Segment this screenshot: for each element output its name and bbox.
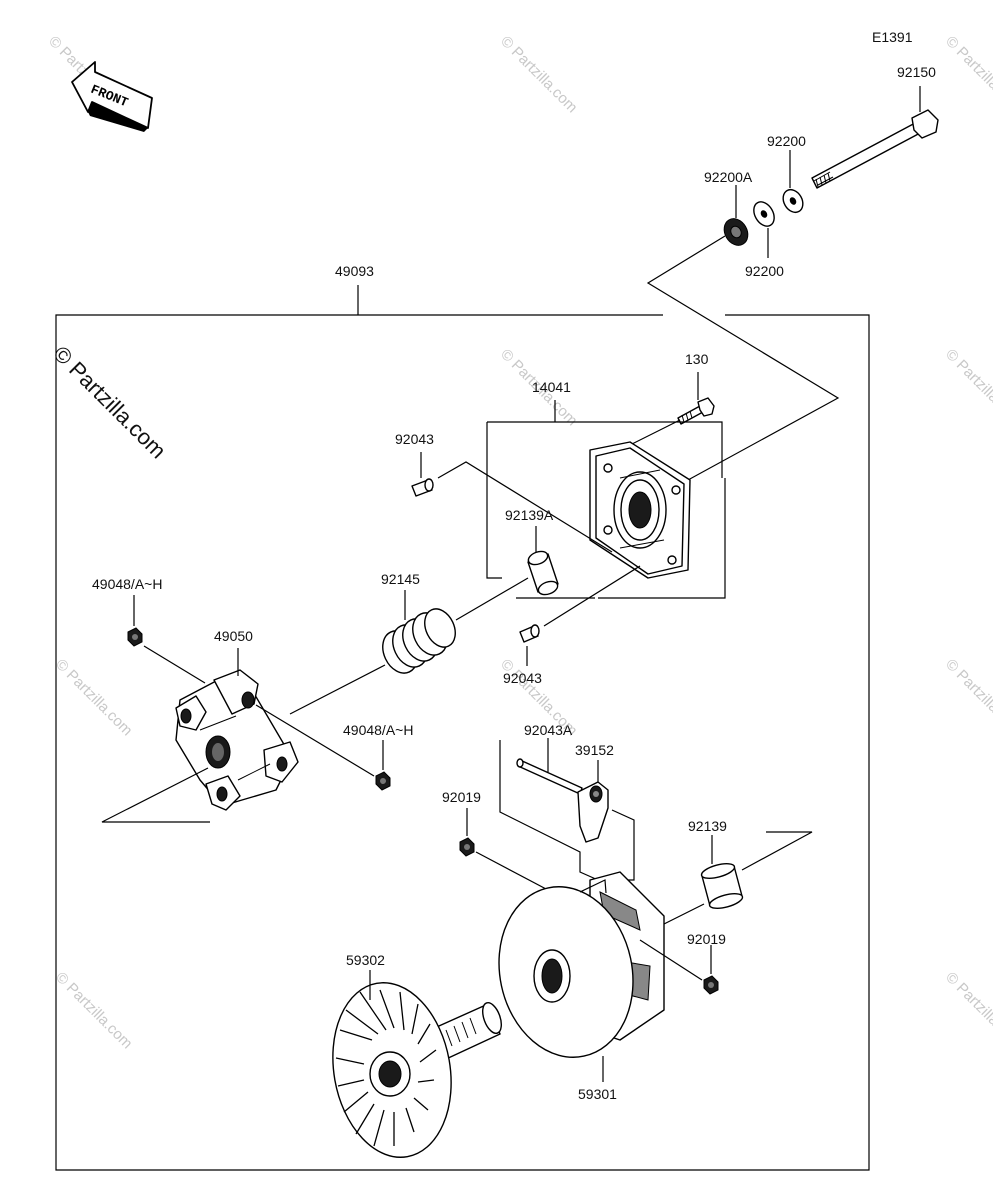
label-92139: 92139 [688, 818, 727, 834]
alignment-line [289, 664, 386, 715]
weight-39152 [577, 781, 609, 843]
alignment-line [437, 461, 613, 553]
label-92150: 92150 [897, 64, 936, 80]
nut-92019-left [459, 837, 475, 857]
bolt-130 [677, 397, 715, 425]
pin-92043A [516, 758, 583, 795]
alignment-line [741, 831, 813, 871]
label-92043A: 92043A [524, 722, 573, 738]
alignment-line [475, 851, 549, 891]
label-92200A: 92200A [704, 169, 753, 185]
label-14041: 14041 [532, 379, 571, 395]
watermark-group: © Partzilla.com © Partzilla.com © Partzi… [45, 33, 993, 1052]
label-92200-top: 92200 [767, 133, 806, 149]
spider-49050 [175, 669, 299, 811]
label-92200-bottom: 92200 [745, 263, 784, 279]
watermark-text: © Partzilla.com [52, 969, 135, 1052]
alignment-line [543, 565, 641, 627]
alignment-line [646, 235, 840, 481]
watermark-text: © Partzilla.com [942, 346, 993, 429]
bracket-line [486, 422, 502, 579]
label-92043-mid: 92043 [503, 670, 542, 686]
cover-14041 [589, 441, 691, 579]
watermark-text: © Partzilla.com [497, 33, 580, 116]
bushing-92139A [527, 550, 559, 596]
washer-92200-bottom [753, 201, 775, 227]
sheave-59302 [332, 982, 502, 1158]
label-59302: 59302 [346, 952, 385, 968]
leader-line [629, 419, 681, 446]
bushing-92139 [700, 863, 744, 909]
assembly-box [55, 314, 870, 1171]
label-49048-left: 49048/A~H [92, 576, 162, 592]
alignment-line [255, 704, 375, 777]
label-92043-top: 92043 [395, 431, 434, 447]
pin-92043-mid [519, 624, 540, 643]
front-arrow-icon: FRONT [71, 61, 153, 132]
alignment-line [659, 903, 705, 927]
sheave-59301 [498, 871, 665, 1058]
bearing-92200A [723, 218, 749, 246]
bolt-92150 [811, 109, 939, 189]
watermark-text: © Partzilla.com [942, 33, 993, 116]
label-92019-left: 92019 [442, 789, 481, 805]
watermark-text: © Partzilla.com [942, 969, 993, 1052]
diagram-code: E1391 [872, 29, 913, 45]
nut-49048-mid [375, 771, 391, 791]
label-59301: 59301 [578, 1086, 617, 1102]
alignment-line [639, 939, 703, 981]
label-49048-mid: 49048/A~H [343, 722, 413, 738]
washer-92200-top [782, 188, 804, 214]
label-49050: 49050 [214, 628, 253, 644]
label-39152: 39152 [575, 742, 614, 758]
pin-92043-top [411, 478, 434, 497]
alignment-line [101, 767, 210, 823]
partzilla-watermark: © Partzilla.com [48, 341, 171, 464]
bracket-line [598, 478, 726, 599]
label-49093: 49093 [335, 263, 374, 279]
alignment-line [143, 645, 206, 684]
nut-92019-right [703, 975, 719, 995]
alignment-line [455, 577, 529, 621]
spring-92145 [382, 608, 456, 674]
label-92145: 92145 [381, 571, 420, 587]
nut-49048-left [127, 627, 143, 647]
watermark-text: © Partzilla.com [52, 656, 135, 739]
bracket-line [499, 740, 599, 881]
bracket-line [487, 421, 723, 478]
label-92139A: 92139A [505, 507, 554, 523]
label-92019-right: 92019 [687, 931, 726, 947]
label-130: 130 [685, 351, 709, 367]
watermark-text: © Partzilla.com [942, 656, 993, 739]
